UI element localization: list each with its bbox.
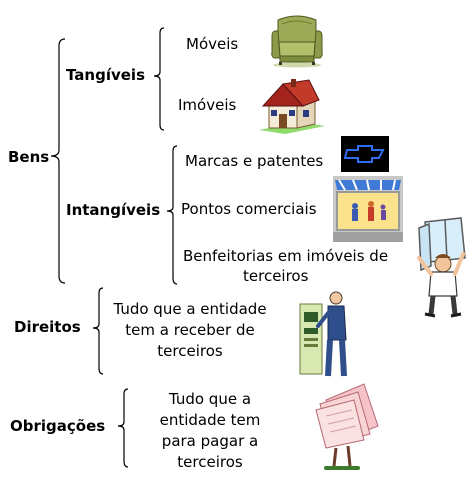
armchair-icon [271, 15, 323, 68]
obrigacoes-text-line2: entidade tem [159, 411, 261, 429]
house-icon [259, 79, 325, 134]
tangiveis-brace [153, 27, 165, 131]
direitos-text-line1: Tudo que a entidade [113, 300, 267, 318]
item-pontos-comerciais: Pontos comerciais [181, 200, 317, 218]
chevrolet-logo-icon [341, 136, 389, 172]
direitos-label: Direitos [14, 318, 81, 336]
obrigacoes-label: Obrigações [10, 417, 106, 435]
bills-person-icon [315, 383, 379, 470]
obrigacoes-text-line4: terceiros [177, 453, 243, 471]
item-marcas-patentes: Marcas e patentes [185, 152, 324, 170]
atm-person-icon [299, 291, 347, 377]
bens-brace [50, 38, 66, 284]
intangiveis-brace [166, 145, 178, 285]
obrigacoes-brace [117, 388, 129, 468]
direitos-text-line3: terceiros [157, 342, 223, 360]
obrigacoes-text-line3: para pagar a [161, 432, 259, 450]
obrigacoes-text-line1: Tudo que a [168, 390, 252, 408]
bens-label: Bens [8, 148, 50, 166]
storefront-icon [333, 176, 403, 242]
item-moveis: Móveis [186, 35, 239, 53]
item-benfeitorias-line1: Benfeitorias em imóveis de [183, 247, 389, 265]
window-worker-icon [417, 217, 466, 318]
direitos-text-line2: tem a receber de [125, 321, 255, 339]
direitos-brace [92, 287, 104, 375]
item-benfeitorias-line2: terceiros [243, 267, 309, 285]
tangiveis-label: Tangíveis [66, 66, 145, 84]
intangiveis-label: Intangíveis [66, 201, 161, 219]
item-imoveis: Imóveis [178, 96, 237, 114]
